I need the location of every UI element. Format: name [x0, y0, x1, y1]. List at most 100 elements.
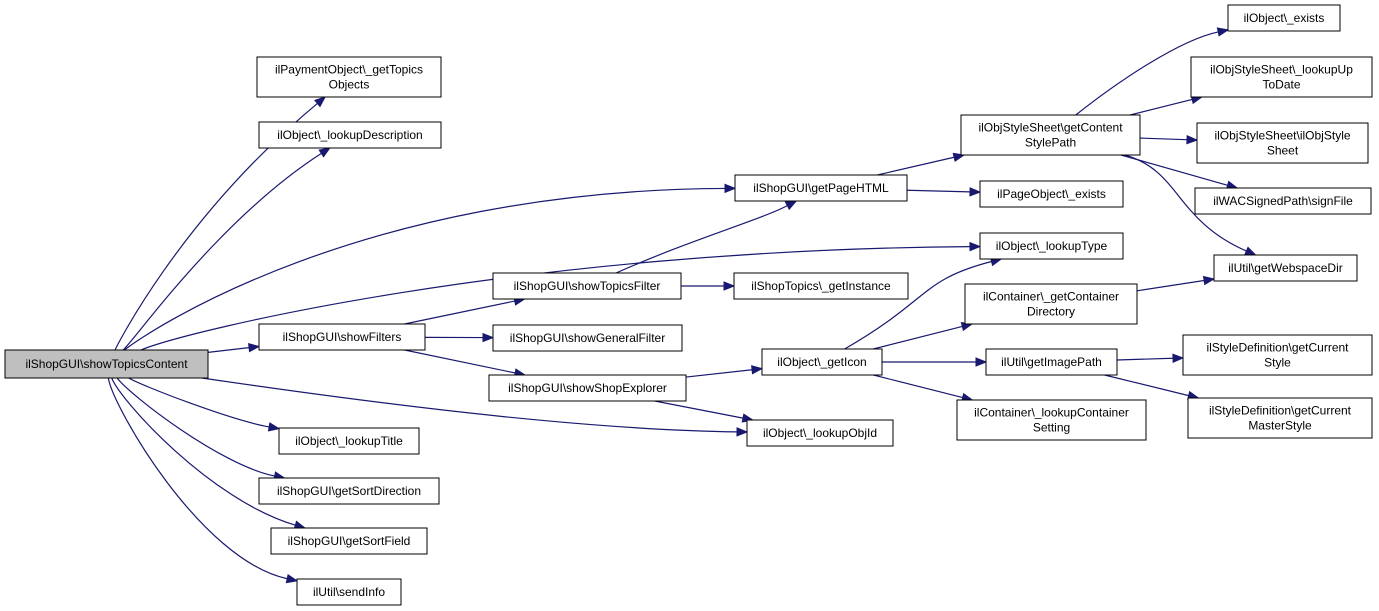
node-label: ilUtil\sendInfo	[313, 585, 385, 599]
node-n12[interactable]: ilShopGUI\getPageHTML	[734, 174, 908, 202]
node-n6[interactable]: ilShopGUI\getSortDirection	[258, 477, 440, 505]
edge-n1-n2	[114, 102, 318, 351]
node-box	[258, 323, 426, 351]
node-box	[734, 174, 908, 202]
node-label: ilShopGUI\showTopicsContent	[25, 357, 188, 371]
arrowhead-n16-n26	[1244, 246, 1257, 256]
arrowhead-n1-n8	[285, 573, 299, 584]
node-label: ilObject\_exists	[1244, 11, 1325, 25]
node-label: Objects	[329, 78, 370, 92]
arrowhead-n16-n22	[1216, 27, 1230, 37]
node-label: ilUtil\getWebspaceDir	[1228, 261, 1343, 275]
node-label: ilWACSignedPath\signFile	[1213, 194, 1353, 208]
node-label: ilObjStyleSheet\ilObjStyle	[1214, 129, 1350, 143]
node-label: ilShopGUI\getPageHTML	[753, 181, 889, 195]
node-label: ilShopGUI\showFilters	[283, 330, 402, 344]
edge-n20-n27	[1116, 357, 1174, 361]
node-label: ilStyleDefinition\getCurrent	[1206, 341, 1349, 355]
edge-n4-n11	[404, 349, 516, 374]
node-label: MasterStyle	[1248, 419, 1312, 433]
node-n10[interactable]: ilShopGUI\showGeneralFilter	[492, 324, 683, 352]
edge-n9-n12	[615, 205, 788, 274]
edge-n12-n16	[877, 156, 955, 176]
node-label: ilObject\_getIcon	[777, 355, 866, 369]
node-box	[956, 399, 1147, 441]
node-box	[960, 114, 1141, 156]
node-label: Directory	[1027, 305, 1075, 319]
edge-n1-n12	[124, 187, 726, 351]
node-label: ilObject\_lookupType	[996, 239, 1108, 253]
node-label: ilObjStyleSheet\getContent	[978, 121, 1123, 135]
node-n5[interactable]: ilObject\_lookupTitle	[278, 427, 420, 455]
edge-n1-n15	[201, 377, 738, 433]
node-box	[258, 121, 442, 149]
arrowhead-n1-n4	[248, 343, 261, 353]
node-label: ilObject\_lookupTitle	[295, 434, 403, 448]
node-n4[interactable]: ilShopGUI\showFilters	[258, 323, 426, 351]
node-n13[interactable]: ilShopTopics\_getInstance	[733, 272, 909, 300]
node-n1[interactable]: ilShopGUI\showTopicsContent	[4, 349, 209, 379]
node-box	[1194, 187, 1372, 215]
node-n8[interactable]: ilUtil\sendInfo	[296, 578, 402, 606]
arrowhead-n1-n3	[318, 147, 331, 158]
node-box	[258, 477, 440, 505]
node-n20[interactable]: ilUtil\getImagePath	[985, 348, 1118, 376]
edge-n4-n9	[404, 300, 515, 325]
edge-n1-n4	[207, 347, 250, 353]
node-box	[979, 180, 1124, 208]
node-label: StylePath	[1025, 136, 1076, 150]
edge-n1-n7	[111, 377, 296, 526]
arrowhead-n20-n27	[1172, 353, 1185, 363]
node-n14[interactable]: ilObject\_getIcon	[761, 348, 883, 376]
arrowhead-n19-n26	[1202, 275, 1216, 286]
node-box	[4, 349, 209, 379]
node-box	[761, 348, 883, 376]
node-box	[1182, 334, 1373, 376]
arrowhead-n14-n20	[975, 357, 988, 367]
node-box	[979, 232, 1124, 260]
node-label: ilPaymentObject\_getTopics	[275, 63, 423, 77]
node-n18[interactable]: ilObject\_lookupType	[979, 232, 1124, 260]
node-box	[1187, 397, 1373, 439]
edge-n12-n17	[906, 189, 971, 193]
arrowhead-n1-n2	[313, 96, 327, 108]
node-label: ilShopGUI\showGeneralFilter	[510, 331, 665, 345]
arrowhead-n11-n14	[751, 365, 764, 375]
node-box	[278, 427, 420, 455]
edge-n14-n21	[873, 374, 963, 399]
node-n9[interactable]: ilShopGUI\showTopicsFilter	[492, 272, 682, 300]
node-n7[interactable]: ilShopGUI\getSortField	[270, 527, 428, 555]
arrowhead-n1-n15	[736, 427, 749, 437]
node-label: ilContainer\_getContainer	[983, 290, 1119, 304]
arrowhead-n1-n12	[724, 183, 737, 194]
node-label: ilShopGUI\showShopExplorer	[508, 381, 667, 395]
node-n11[interactable]: ilShopGUI\showShopExplorer	[488, 374, 687, 402]
edge-n1-n8	[107, 377, 288, 580]
node-n22[interactable]: ilObject\_exists	[1227, 4, 1341, 32]
node-box	[256, 56, 442, 98]
node-n15[interactable]: ilObject\_lookupObjId	[746, 419, 894, 447]
node-n24[interactable]: ilObjStyleSheet\ilObjStyleSheet	[1196, 122, 1369, 164]
arrowhead-n12-n17	[969, 187, 982, 197]
node-n25[interactable]: ilWACSignedPath\signFile	[1194, 187, 1372, 215]
node-n17[interactable]: ilPageObject\_exists	[979, 180, 1124, 208]
edge-n16-n23	[1130, 98, 1193, 116]
node-n3[interactable]: ilObject\_lookupDescription	[258, 121, 442, 149]
edge-n14-n18	[844, 260, 992, 350]
arrowhead-n9-n12	[784, 200, 798, 211]
arrowhead-n1-n5	[267, 422, 281, 432]
node-box	[296, 578, 402, 606]
edge-n11-n15	[654, 400, 744, 419]
edge-n20-n28	[1104, 374, 1189, 397]
node-n26[interactable]: ilUtil\getWebspaceDir	[1213, 254, 1358, 282]
node-box	[492, 272, 682, 300]
node-label: ilUtil\getImagePath	[1001, 355, 1102, 369]
